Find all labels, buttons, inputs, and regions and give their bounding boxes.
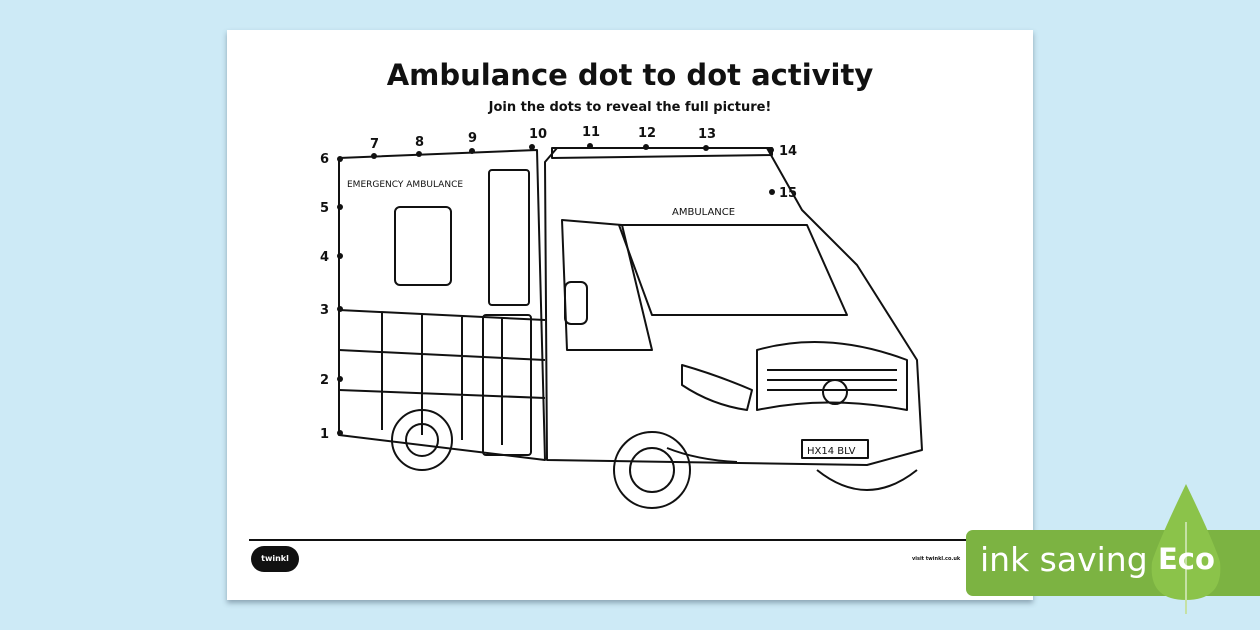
footer-divider [249,539,1009,541]
dot-9: 9 [468,131,477,154]
worksheet-subtitle: Join the dots to reveal the full picture… [488,100,772,115]
svg-text:1: 1 [320,427,329,442]
svg-text:9: 9 [468,131,477,146]
dot-2: 2 [320,373,343,388]
svg-text:11: 11 [582,125,600,140]
svg-text:15: 15 [779,186,797,201]
twinkl-logo: twinkl [251,546,299,572]
svg-text:8: 8 [415,135,424,150]
dot-4: 4 [320,250,343,265]
svg-text:13: 13 [698,127,716,142]
svg-text:4: 4 [320,250,329,265]
worksheet-preview: Ambulance dot to dot activity Join the d… [227,30,1033,600]
side-label: EMERGENCY AMBULANCE [347,180,463,190]
dot-11: 11 [582,125,600,149]
eco-label: Eco [1158,542,1215,576]
dot-8: 8 [415,135,424,157]
leaf-icon [1151,484,1221,614]
dot-14: 14 [768,144,797,159]
svg-text:10: 10 [529,127,547,142]
dot-12: 12 [638,126,656,150]
svg-text:12: 12 [638,126,656,141]
svg-text:5: 5 [320,201,329,216]
svg-text:14: 14 [779,144,797,159]
svg-text:6: 6 [320,152,329,167]
dot-10: 10 [529,127,547,150]
ambulance-drawing: EMERGENCY AMBULANCE AMBULANCE HX14 BLV 1… [320,125,923,509]
dot-5: 5 [320,201,343,216]
license-plate: HX14 BLV [807,446,856,457]
dot-13: 13 [698,127,716,151]
dot-6: 6 [320,152,343,167]
worksheet-title: Ambulance dot to dot activity [386,58,874,92]
dot-3: 3 [320,303,343,318]
svg-text:7: 7 [370,137,379,152]
footer-link: visit twinkl.co.uk [912,556,961,562]
ink-saving-label: ink saving [980,540,1148,579]
dot-15: 15 [769,186,797,201]
dot-1: 1 [320,427,343,442]
dot-7: 7 [370,137,379,159]
svg-text:2: 2 [320,373,329,388]
svg-text:3: 3 [320,303,329,318]
front-label: AMBULANCE [672,207,735,218]
